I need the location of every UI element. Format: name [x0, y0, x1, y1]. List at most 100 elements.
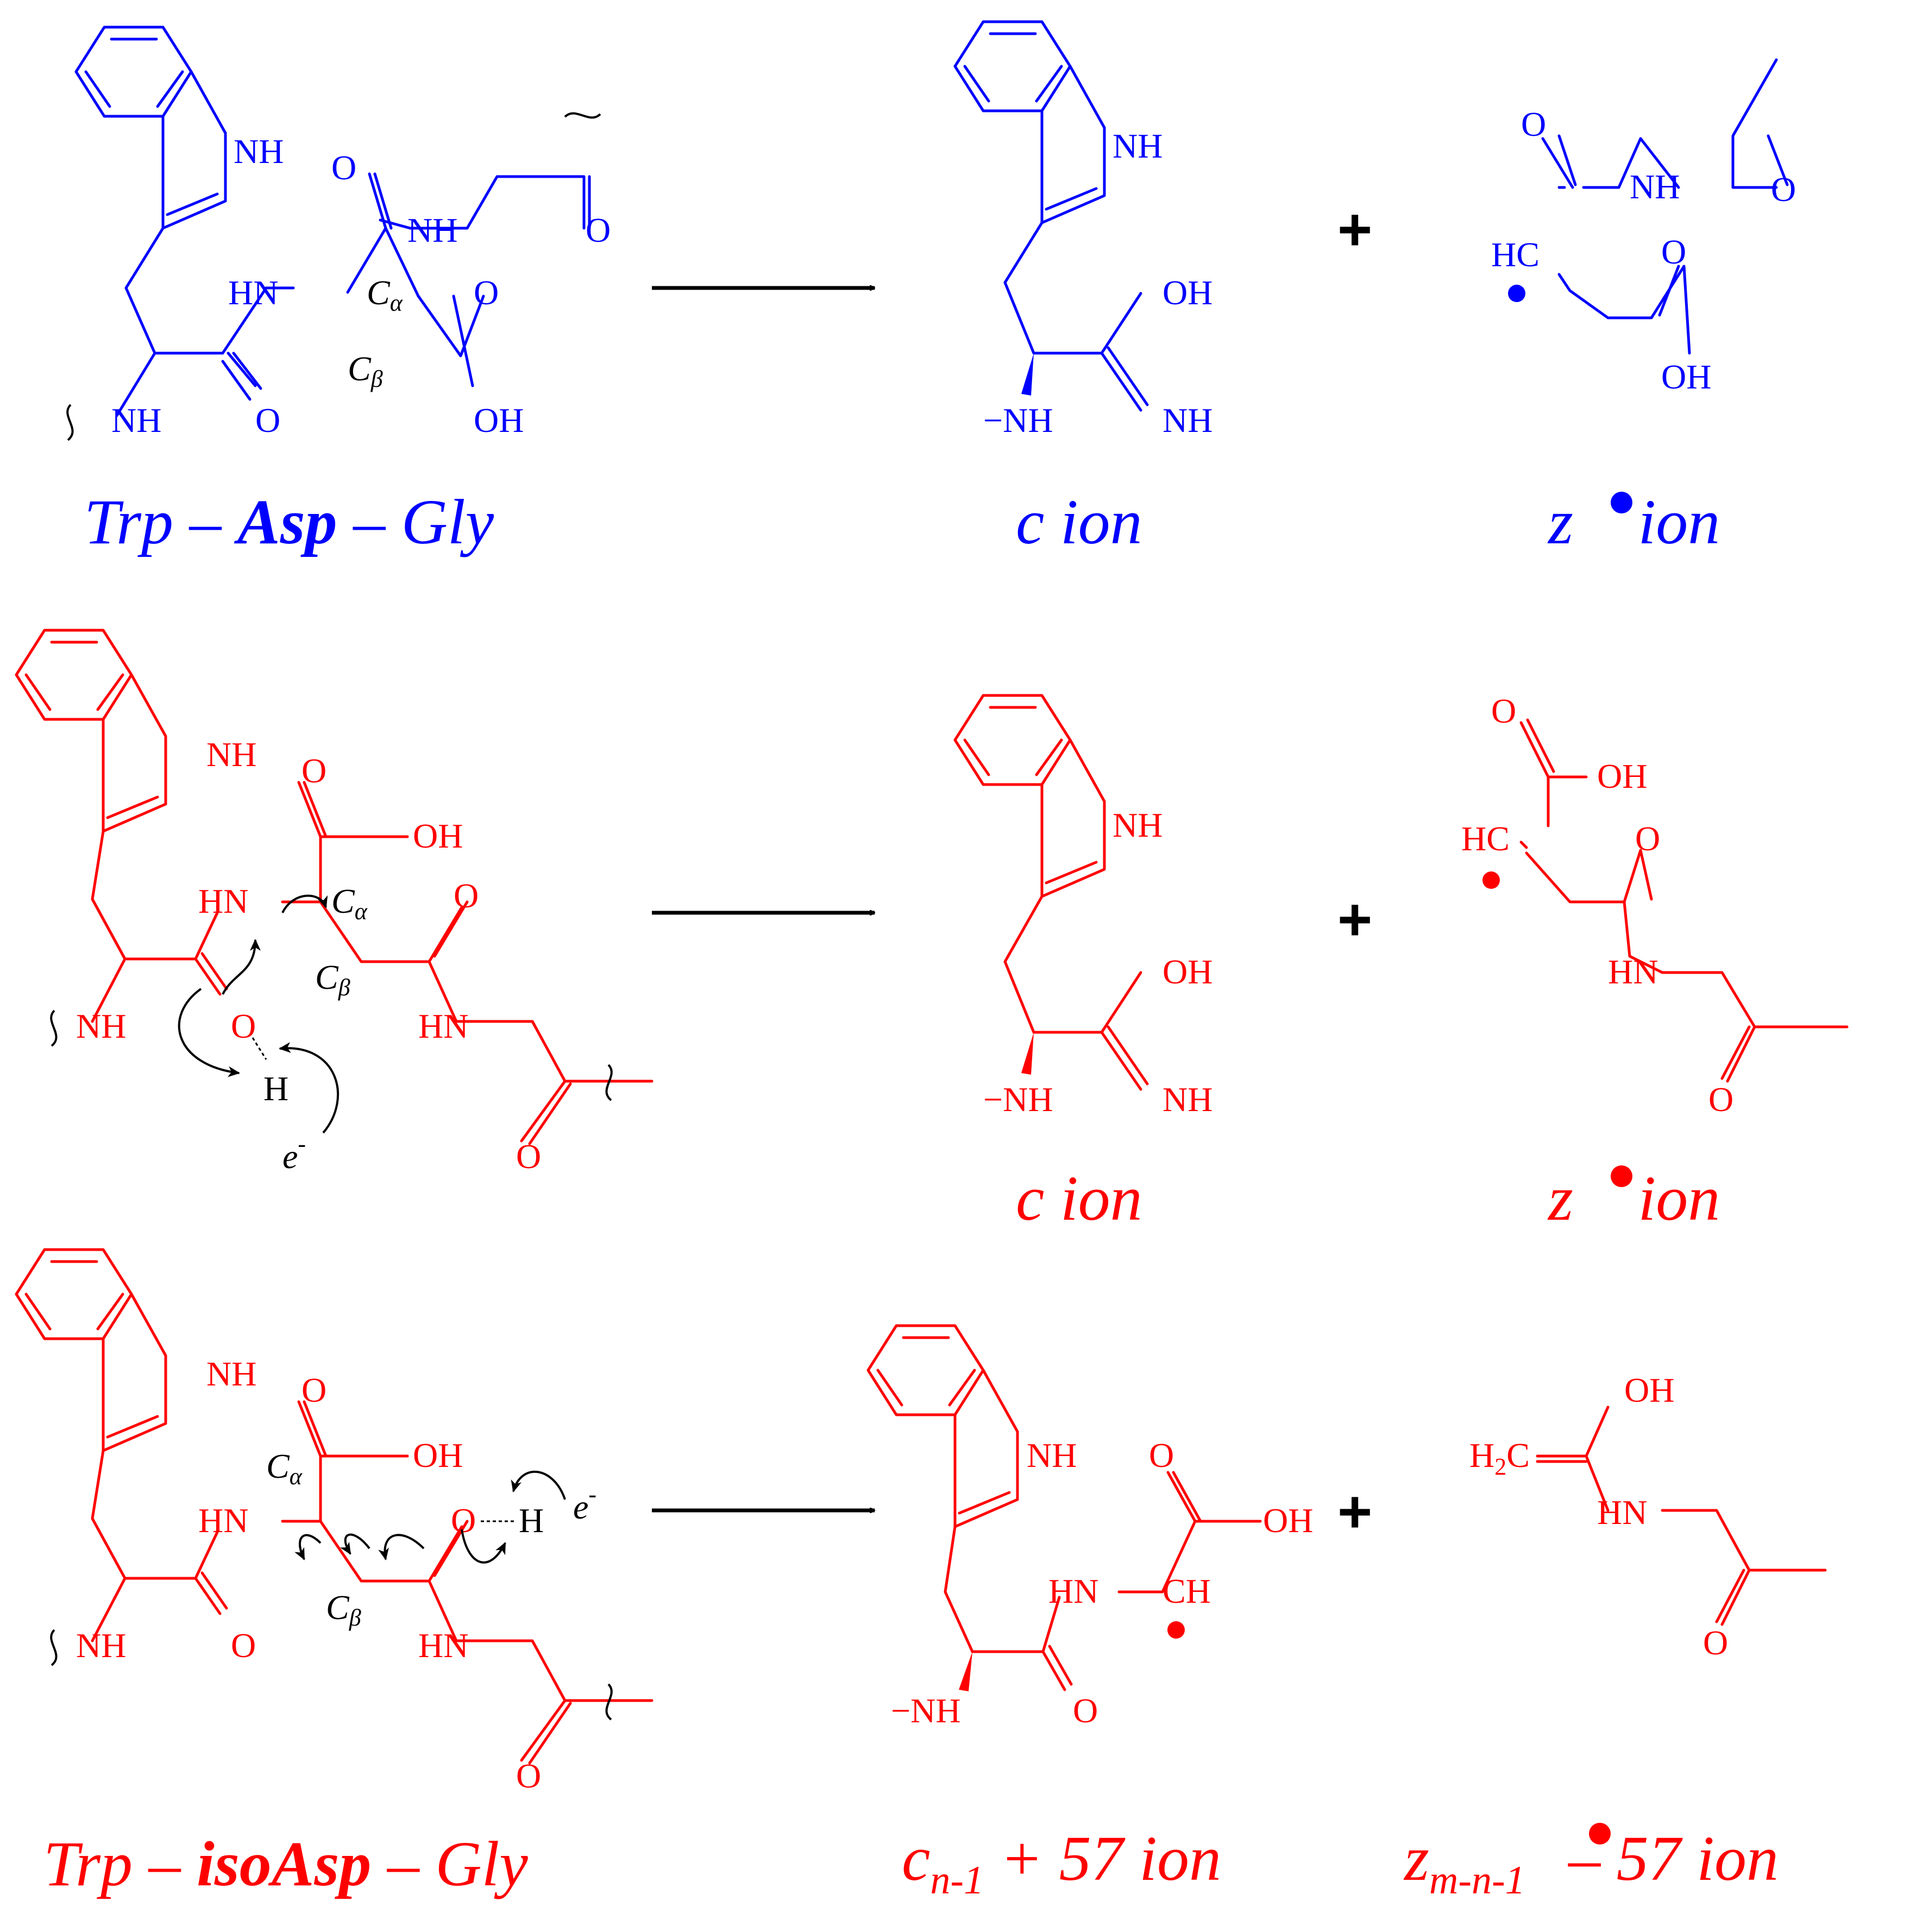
wavy-bond-n-term: [50, 1009, 58, 1047]
atom-o-acid: O: [1149, 1436, 1174, 1475]
atom-o-carbonyl: O: [231, 1626, 256, 1665]
atom-nh-n-term: NH: [111, 401, 161, 440]
row3-reactant-caption: Trp – isoAsp – Gly: [43, 1828, 528, 1899]
row1-reactant: [74, 26, 591, 417]
atom-o-trp-carbonyl: O: [255, 401, 280, 440]
atom-o-gly-carbonyl: O: [516, 1137, 541, 1176]
atom-nh-indole: NH: [1113, 806, 1163, 844]
wavy-bond-c-term: [564, 112, 601, 119]
atom-o-asp-carbonyl: O: [331, 148, 356, 187]
atom-oh: OH: [1163, 952, 1212, 991]
row1-product2: [1541, 58, 1789, 355]
atom-o-ketone: O: [1771, 170, 1796, 209]
atom-oh-acid: OH: [413, 1436, 463, 1475]
row1-reactant-caption: Trp – Asp – Gly: [84, 486, 494, 557]
atom-h: H: [263, 1069, 288, 1108]
atom-hn: HN: [198, 882, 248, 920]
radical-dot: [1508, 285, 1525, 302]
label-electron: e-: [282, 1131, 306, 1176]
row2-plus: +: [1337, 886, 1372, 953]
atom-oh-acid: OH: [1661, 357, 1711, 396]
atom-o-ketone: O: [1708, 1080, 1733, 1119]
row3-reactant: [15, 1248, 654, 1765]
atom-hn-asp: HN: [228, 273, 278, 312]
row3-plus: +: [1337, 1478, 1372, 1545]
atom-oh-acid: OH: [1263, 1501, 1313, 1540]
wedge-bond: [959, 1652, 972, 1691]
atom-oh-acid: OH: [1597, 757, 1647, 795]
atom-o-acid: O: [1491, 692, 1516, 730]
atom-o-gly-carbonyl: O: [586, 211, 611, 249]
label-c-alpha: Cα: [266, 1447, 303, 1490]
atom-hc-radical: HC: [1491, 235, 1540, 274]
wavy-bond-c-term: [605, 1064, 613, 1101]
atom-hn: HN: [1048, 1572, 1098, 1610]
mechanism-arrow: [378, 1534, 425, 1560]
atom-o: O: [1521, 105, 1546, 143]
mechanism-arrow: [461, 1529, 506, 1564]
h-bond: [252, 1037, 267, 1060]
radical-dot: [1482, 871, 1500, 889]
label-c-alpha: Cα: [367, 273, 403, 316]
radical-dot: [1589, 1823, 1611, 1845]
atom-o-carbonyl: O: [231, 1007, 256, 1045]
wavy-bond-n-term: [50, 1629, 58, 1666]
row1-product2-caption: z ion: [1547, 486, 1720, 557]
row2-reactant: [15, 629, 654, 1145]
row1-product1-caption: c ion: [1016, 486, 1142, 557]
atom-nh-indole: NH: [206, 735, 256, 774]
atom-o-acid: O: [301, 1371, 326, 1409]
mechanism-arrow: [281, 894, 328, 913]
atom-o-side-carbonyl: O: [454, 876, 479, 915]
atom-nh-indole: NH: [1113, 127, 1163, 165]
label-c-beta: Cβ: [348, 349, 383, 392]
label-c-alpha: Cα: [331, 882, 368, 925]
atom-hc-radical: HC: [1461, 819, 1510, 858]
atom-nh-n-term: NH: [76, 1626, 126, 1665]
atom-o-ketone: O: [1703, 1623, 1728, 1662]
mechanism-arrow: [178, 988, 240, 1077]
atom-nh-n-term: NH: [76, 1007, 126, 1045]
mechanism-arrow: [294, 1534, 322, 1560]
atom-o-acid: O: [301, 751, 326, 790]
atom-oh: OH: [1163, 273, 1212, 312]
atom-o-gly-carbonyl: O: [516, 1757, 541, 1795]
atom-hn-gly: HN: [1597, 1493, 1647, 1532]
mechanism-arrow: [279, 1042, 340, 1134]
atom-h2c: H2C: [1469, 1436, 1530, 1480]
row2-product1: [953, 694, 1149, 1091]
row3-product1-caption: cn-1 + 57 ion: [902, 1823, 1221, 1903]
radical-dot: [1611, 1165, 1632, 1187]
wedge-bond: [1021, 353, 1034, 396]
atom-o-side-carbonyl: O: [474, 273, 499, 312]
atom-nh-imine: NH: [1163, 1080, 1212, 1119]
atom-o-carbonyl: O: [1073, 1691, 1098, 1730]
wavy-bond-n-term: [66, 404, 74, 441]
atom-nh-indole: NH: [1027, 1436, 1077, 1475]
atom-nh-indole: NH: [234, 132, 284, 171]
row1-plus: +: [1337, 196, 1372, 263]
radical-dot: [1167, 1621, 1185, 1639]
atom-oh-enol: OH: [1624, 1371, 1674, 1409]
wedge-bond: [1021, 1032, 1034, 1075]
atom-h: H: [519, 1501, 544, 1540]
atom-ch-radical: CH: [1163, 1572, 1211, 1610]
label-c-beta: Cβ: [315, 958, 350, 1001]
atom-hn-gly: HN: [1608, 952, 1658, 991]
row2-product2: [1519, 718, 1849, 1083]
atom-nh-indole: NH: [206, 1354, 256, 1393]
atom-minus-nh: −NH: [891, 1691, 961, 1730]
atom-hn-gly: HN: [418, 1626, 468, 1665]
mechanism-arrow: [222, 939, 261, 995]
atom-hn: HN: [198, 1501, 248, 1540]
label-electron: e-: [573, 1481, 596, 1526]
atom-nh: NH: [1630, 167, 1680, 206]
row2-product1-caption: c ion: [1016, 1163, 1142, 1234]
radical-dot: [1611, 492, 1632, 513]
atom-oh-side: OH: [474, 401, 524, 440]
atom-nh-gly: NH: [407, 211, 457, 249]
row1-product1: [953, 20, 1149, 412]
row3-product2: [1536, 1406, 1827, 1626]
atom-hn-gly: HN: [418, 1007, 468, 1045]
